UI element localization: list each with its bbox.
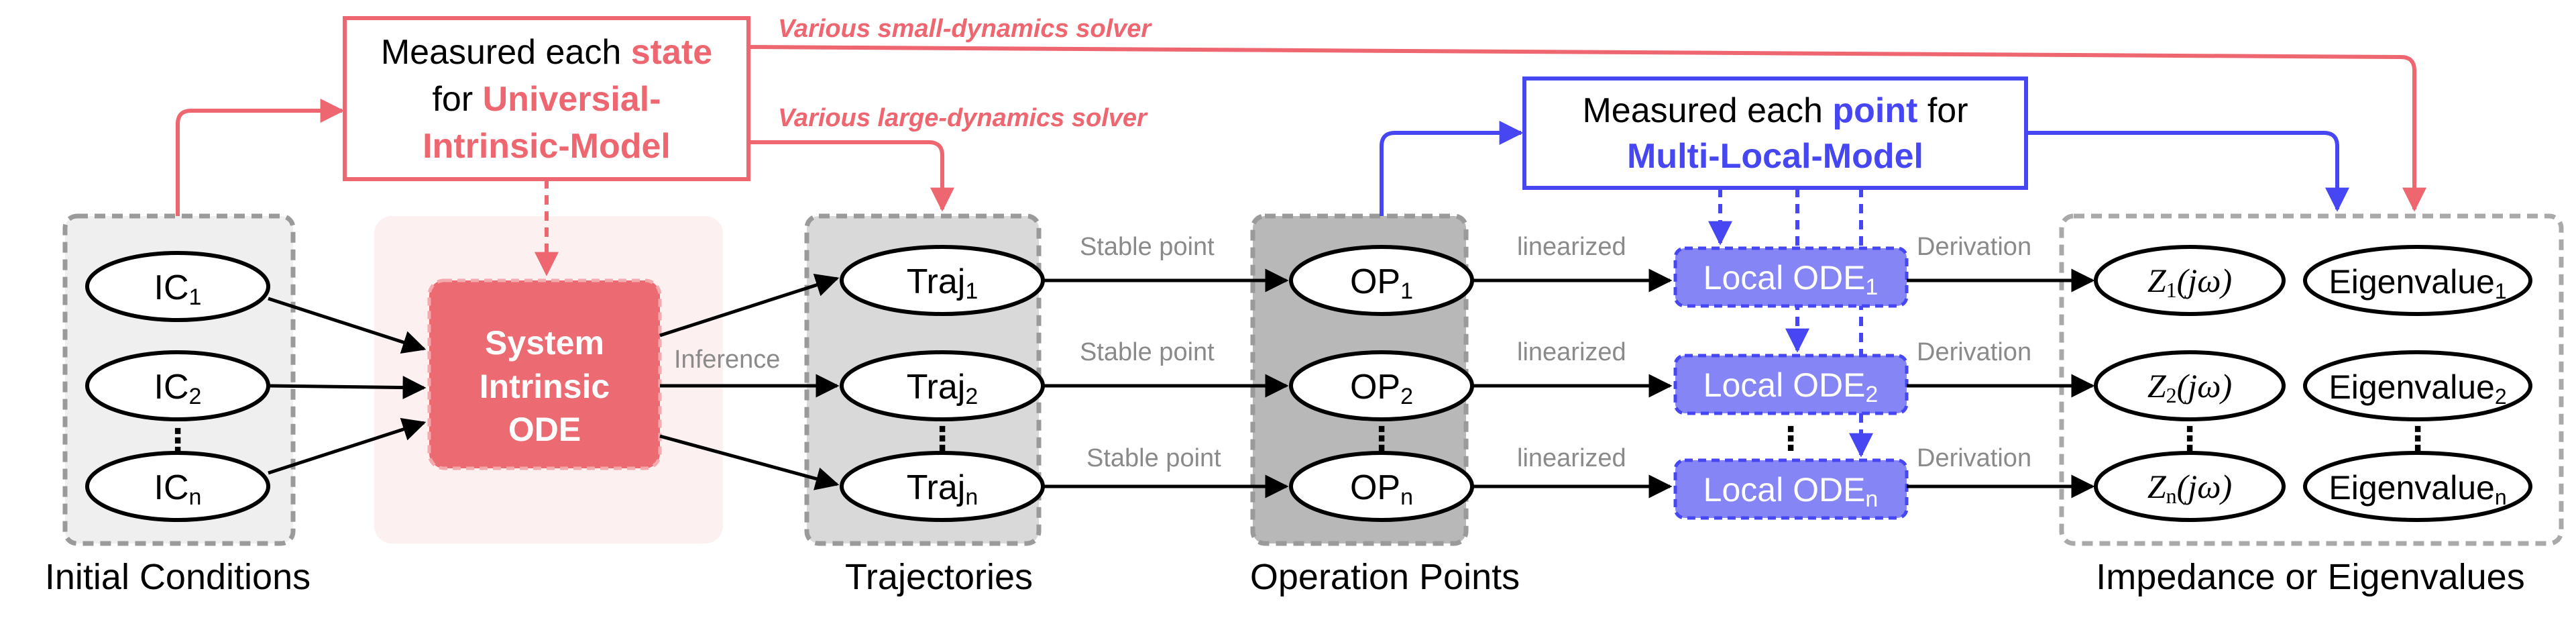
arrow-blue-box-to-impedance (2026, 131, 2349, 212)
local-ode-ellipsis: ⋮ (1775, 421, 1807, 457)
impedance-node-n: Zn(jω) (2094, 451, 2286, 522)
local-ode-2: Local ODE2 (1673, 354, 1909, 415)
svg-text:Eigenvalue1: Eigenvalue1 (2329, 263, 2506, 303)
arrow-ic2-system (268, 376, 427, 400)
svg-text:OPn: OPn (1350, 468, 1413, 510)
ic-node-2: IC2 (85, 350, 270, 421)
svg-text:Traj1: Traj1 (907, 262, 978, 304)
traj-node-n: Trajn (840, 451, 1045, 522)
local-ode-n: Local ODEn (1673, 458, 1909, 520)
op-node-2: OP2 (1289, 350, 1474, 421)
linearized-label-1: linearized (1517, 233, 1626, 261)
initial-conditions-label: Initial Conditions (45, 557, 311, 597)
svg-text:Local ODE2: Local ODE2 (1703, 366, 1879, 407)
svg-text:IC2: IC2 (154, 368, 202, 409)
op-node-1: OP1 (1289, 245, 1474, 316)
ic-node-n: ICn (85, 451, 270, 522)
eigenvalue-node-1: Eigenvalue1 (2303, 245, 2532, 316)
svg-text:ICn: ICn (154, 468, 202, 510)
svg-text:Trajn: Trajn (907, 468, 978, 510)
system-line1: System (485, 324, 604, 362)
arrow-large-dynamics (748, 140, 954, 212)
arrow-system-trajn (659, 434, 840, 490)
svg-text:IC1: IC1 (154, 268, 202, 310)
traj-node-1: Traj1 (840, 245, 1045, 316)
svg-text:Local ODE1: Local ODE1 (1703, 259, 1879, 300)
stable-point-label-1: Stable point (1080, 233, 1215, 261)
arrow-ic-to-red-box (176, 99, 345, 216)
derivation-label-2: Derivation (1917, 338, 2031, 366)
blue-box-line2: Multi-Local-Model (1627, 137, 1923, 176)
eigenvalue-node-2: Eigenvalue2 (2303, 350, 2532, 421)
linearized-label-2: linearized (1517, 338, 1626, 366)
svg-text:Eigenvaluen: Eigenvaluen (2329, 469, 2506, 509)
svg-text:Traj2: Traj2 (907, 368, 978, 409)
operation-points-label: Operation Points (1250, 557, 1520, 597)
svg-text:Zn(jω): Zn(jω) (2147, 468, 2232, 508)
system-line2: Intrinsic (480, 368, 610, 405)
op-node-n: OPn (1289, 451, 1474, 522)
eigenvalue-node-n: Eigenvaluen (2303, 451, 2532, 522)
arrow-icn-system (268, 418, 427, 475)
arrow-ic1-system (268, 297, 427, 354)
local-ode-1: Local ODE1 (1673, 246, 1909, 308)
traj-node-2: Traj2 (840, 350, 1045, 421)
impedance-node-2: Z2(jω) (2094, 350, 2286, 421)
svg-text:Z2(jω): Z2(jω) (2147, 367, 2232, 407)
linearized-label-n: linearized (1517, 444, 1626, 472)
svg-text:Z1(jω): Z1(jω) (2147, 262, 2232, 302)
system-line3: ODE (508, 411, 581, 448)
red-box-line1: Measured each state (381, 33, 712, 72)
arrow-op-to-blue-box (1380, 121, 1524, 216)
ic-node-1: IC1 (85, 251, 270, 322)
impedance-eigenvalues-label: Impedance or Eigenvalues (2096, 557, 2524, 597)
stable-point-label-n: Stable point (1086, 444, 1221, 472)
derivation-label-n: Derivation (1917, 444, 2031, 472)
red-box-line2: for Universial- (432, 80, 661, 119)
small-dynamics-solver-label: Various small-dynamics solver (778, 15, 1152, 43)
svg-text:Eigenvalue2: Eigenvalue2 (2329, 368, 2506, 409)
inference-label: Inference (674, 346, 780, 374)
arrow-system-traj1 (659, 273, 840, 337)
impedance-node-1: Z1(jω) (2094, 245, 2286, 316)
svg-text:OP2: OP2 (1350, 368, 1413, 409)
blue-box-line1: Measured each point for (1582, 91, 1968, 130)
red-measure-box (343, 16, 750, 181)
blue-measure-box (1522, 76, 2028, 190)
svg-text:OP1: OP1 (1350, 262, 1413, 304)
trajectories-label: Trajectories (845, 557, 1033, 597)
red-box-line3: Intrinsic-Model (423, 127, 671, 166)
derivation-label-1: Derivation (1917, 233, 2031, 261)
arrow-small-dynamics (748, 45, 2426, 212)
large-dynamics-solver-label: Various large-dynamics solver (778, 104, 1148, 132)
system-intrinsic-ode-box (427, 278, 662, 470)
svg-text:Local ODEn: Local ODEn (1703, 471, 1879, 512)
stable-point-label-2: Stable point (1080, 338, 1215, 366)
